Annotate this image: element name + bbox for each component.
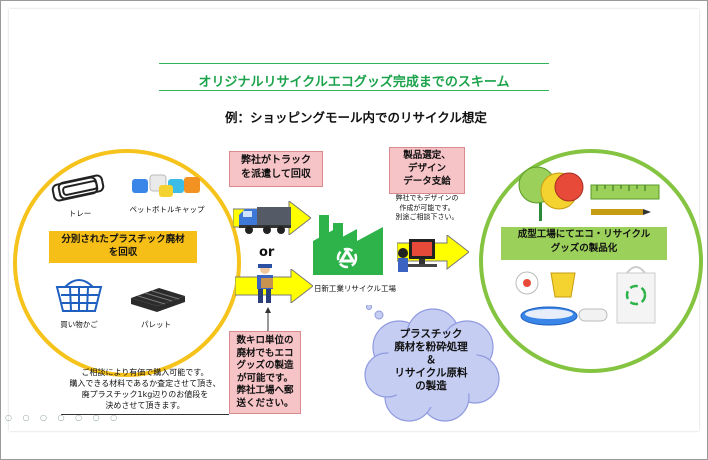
tray-label: トレー [68, 209, 92, 218]
truck-icon [239, 207, 291, 234]
mail-shipping-box: 数キロ単位の 廃材でもエコ グッズの製造 が可能です。 弊社工場へ郵 送ください… [229, 331, 301, 414]
basket-label: 買い物かご [60, 320, 98, 329]
bottle-cap-label: ペットボトルキャップ [129, 205, 205, 214]
title-bottom-rule [159, 90, 549, 91]
bag-product-icon [616, 266, 656, 324]
cloud-text: プラスチック 廃材を粉砕処理 ＆ リサイクル原料 の製造 [373, 328, 489, 393]
mail-arrow-icon [235, 269, 313, 303]
tray-icon [51, 174, 105, 202]
delivery-person-icon [257, 264, 273, 303]
mail-shipping-text: 数キロ単位の 廃材でもエコ グッズの製造 が可能です。 弊社工場へ郵 送ください… [236, 335, 294, 409]
collection-label-text: 分別されたプラスチック廃材 を回収 [61, 234, 185, 258]
page-title: オリジナルリサイクルエコグッズ完成までのスキーム [198, 75, 510, 90]
title-top-rule [159, 63, 549, 64]
purchase-note-text: ご相談により有価で購入可能です。 購入できる材料であるか査定させて頂き、 廃プラ… [69, 368, 221, 410]
fan-product-icon [518, 166, 584, 221]
purchase-note: ご相談により有価で購入可能です。 購入できる材料であるか査定させて頂き、 廃プラ… [61, 367, 229, 411]
factory-icon [313, 215, 383, 275]
truck-collection-box: 弊社がトラック を派遣して回収 [229, 151, 323, 187]
truck-collection-text: 弊社がトラック を派遣して回収 [241, 155, 311, 180]
processing-cloud [364, 305, 500, 422]
purchase-note-rule [61, 414, 229, 415]
ruler-product-icon [590, 184, 660, 200]
goods-product-icon [515, 271, 576, 298]
designer-computer-icon [398, 239, 437, 272]
collection-circle [13, 149, 241, 377]
design-box-text: 製品選定、 デザイン データ支給 [403, 150, 451, 187]
page-subtitle: 例：ショッピングモール内でのリサイクル想定 [225, 110, 487, 125]
products-label-text: 成型工場にてエコ・リサイクル グッズの製品化 [517, 229, 651, 254]
or-label: or [259, 245, 275, 260]
products-label: 成型工場にてエコ・リサイクル グッズの製品化 [501, 227, 667, 260]
case-product-icon [520, 306, 608, 326]
factory-label: 日新工業リサイクル工場 [313, 284, 397, 293]
bottle-cap-icon [132, 174, 200, 197]
pallet-icon [131, 288, 185, 312]
pointer-line-icon [265, 307, 271, 331]
basket-icon [55, 279, 103, 312]
collection-label: 分別されたプラスチック廃材 を回収 [49, 231, 197, 263]
design-box: 製品選定、 デザイン データ支給 [389, 147, 465, 194]
pallet-label: パレット [141, 320, 171, 329]
design-note: 弊社でもデザインの 作成が可能です。 別途ご相談下さい。 [395, 194, 459, 221]
pen-product-icon [591, 209, 651, 215]
slide-toolbar: ○ ○ ○ ○ ○ ○ ○ [5, 413, 122, 422]
cloud-text-content: プラスチック 廃材を粉砕処理 ＆ リサイクル原料 の製造 [394, 328, 468, 392]
